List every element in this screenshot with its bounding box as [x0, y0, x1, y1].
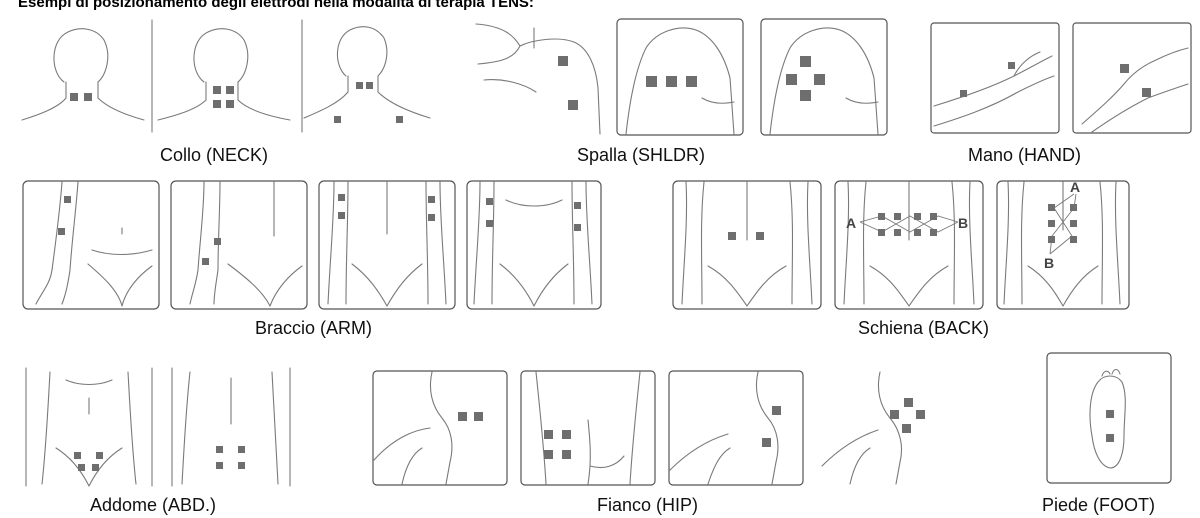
hip-diagram-3 [668, 370, 804, 486]
back-diagram-2: A B [834, 180, 984, 310]
channel-letter-a: A [846, 215, 856, 231]
arm-diagram-1 [22, 180, 160, 310]
shoulder-diagram-1 [474, 18, 604, 136]
shoulder-diagram-2 [616, 18, 744, 136]
channel-letter-a-2: A [1070, 179, 1080, 195]
channel-letter-b: B [958, 215, 968, 231]
group-label-back: Schiena (BACK) [858, 318, 989, 339]
back-diagram-1 [672, 180, 822, 310]
page-title: Esempi di posizionamento degli elettrodi… [18, 0, 534, 11]
group-label-neck: Collo (NECK) [160, 145, 268, 166]
hip-diagram-2 [520, 370, 656, 486]
hip-diagram-4 [820, 370, 956, 486]
group-label-hip: Fianco (HIP) [597, 495, 698, 516]
hand-diagram-2 [1072, 22, 1192, 134]
abdomen-diagram-2 [168, 368, 294, 488]
foot-diagram [1046, 352, 1172, 484]
group-label-foot: Piede (FOOT) [1042, 495, 1155, 516]
neck-diagram-2 [150, 20, 300, 135]
neck-diagram-1 [18, 20, 148, 135]
group-label-shoulder: Spalla (SHLDR) [577, 145, 705, 166]
neck-diagram-3 [300, 20, 435, 135]
channel-letter-b-2: B [1044, 255, 1054, 271]
arm-diagram-2 [170, 180, 308, 310]
group-label-arm: Braccio (ARM) [255, 318, 372, 339]
group-label-abdomen: Addome (ABD.) [90, 495, 216, 516]
arm-diagram-4 [466, 180, 602, 310]
abdomen-diagram-1 [20, 368, 158, 488]
back-diagram-3: A B [996, 180, 1130, 310]
hand-diagram-1 [930, 22, 1060, 134]
group-label-hand: Mano (HAND) [968, 145, 1081, 166]
shoulder-diagram-3 [760, 18, 888, 136]
arm-diagram-3 [318, 180, 456, 310]
hip-diagram-1 [372, 370, 508, 486]
